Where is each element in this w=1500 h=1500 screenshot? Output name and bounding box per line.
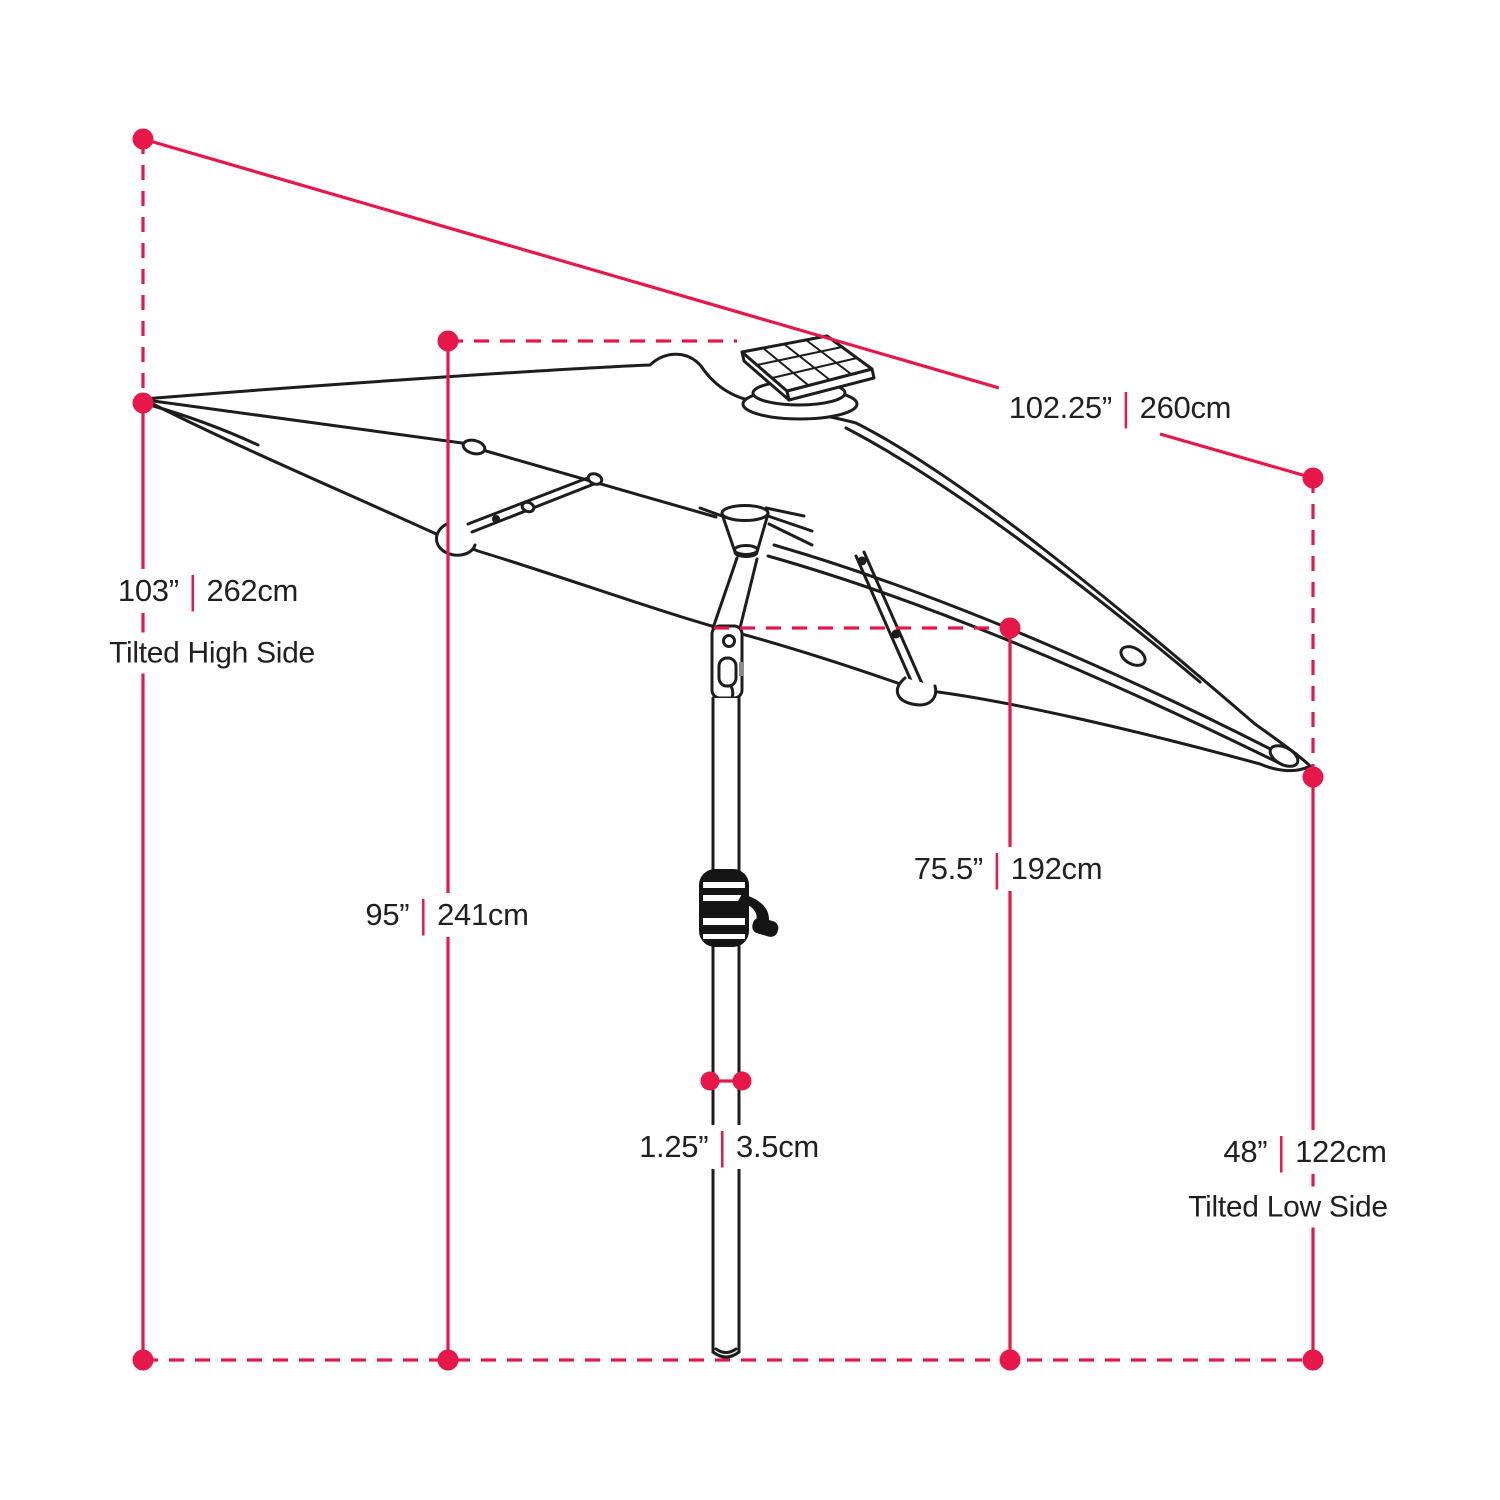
dim-line-diagonal-2 — [1159, 432, 1314, 480]
right-rib-pocket — [895, 676, 938, 707]
caption-tilted-low-side: Tilted Low Side — [1178, 1186, 1398, 1228]
value-cm: 260cm — [1139, 389, 1232, 425]
pole-upper-edges — [711, 556, 759, 630]
separator-bar: | — [992, 846, 1001, 891]
dimension-lines — [132, 128, 1324, 1371]
value-cm: 122cm — [1295, 1133, 1387, 1169]
value-inches: 102.25” — [1008, 389, 1112, 425]
value-inches: 1.25” — [639, 1128, 709, 1164]
separator-bar: | — [1121, 385, 1130, 430]
umbrella-artwork — [141, 334, 1312, 1359]
hub-ring — [733, 544, 759, 556]
pole-fill — [714, 698, 738, 1352]
right-strut-bolt-mid — [891, 629, 901, 639]
left-rib-tip — [148, 403, 260, 447]
value-cm: 192cm — [1010, 850, 1103, 886]
caption-tilted-high-side: Tilted High Side — [99, 632, 325, 674]
separator-bar: | — [419, 892, 428, 937]
value-inches: 95” — [365, 896, 410, 932]
left-strut-cap — [586, 472, 604, 486]
dimension-dots — [132, 128, 1324, 1371]
left-strut-joint — [520, 500, 536, 514]
canopy — [141, 352, 1312, 773]
right-blade-seam — [844, 426, 1202, 684]
pole-bottom-cap — [711, 1350, 741, 1359]
separator-bar: | — [718, 1124, 727, 1169]
tilt-joint-slot — [717, 656, 738, 688]
value-cm: 3.5cm — [736, 1128, 819, 1164]
right-tip-pocket — [1268, 744, 1300, 768]
dimension-canopy-diagonal: 102.25” | 260cm — [998, 385, 1242, 431]
dim-line-diagonal-1 — [142, 137, 1014, 394]
right-strut-bolt-top — [857, 556, 867, 566]
dimension-tilted-low: 48” | 122cm — [1213, 1129, 1397, 1175]
tilt-joint-pin — [722, 634, 736, 648]
right-rib-joint — [1119, 645, 1147, 667]
separator-bar: | — [1277, 1129, 1286, 1174]
dimension-pole-height: 95” | 241cm — [355, 892, 539, 938]
value-inches: 75.5” — [913, 850, 983, 886]
right-rib — [766, 543, 1290, 767]
crank-handle — [699, 869, 779, 947]
solar-panel-grid — [756, 339, 858, 386]
separator-bar: | — [188, 568, 197, 613]
dimension-canopy-clearance: 75.5” | 192cm — [903, 846, 1113, 892]
pole-upper-fill — [713, 558, 757, 628]
solar-panel — [740, 334, 876, 421]
pole-bottom-rim — [714, 1347, 738, 1354]
rib-joint-oval-left — [461, 438, 487, 456]
dimension-tilted-high: 103” | 262cm — [107, 568, 309, 614]
hub-rib-fan — [698, 506, 814, 547]
value-inches: 103” — [117, 572, 179, 608]
value-inches: 48” — [1223, 1133, 1268, 1169]
value-cm: 241cm — [437, 896, 529, 932]
pole-edges — [711, 696, 741, 1354]
right-strut — [854, 550, 926, 694]
tilt-joint-tail — [729, 684, 735, 700]
value-cm: 262cm — [206, 572, 299, 608]
dimension-pole-diameter: 1.25” | 3.5cm — [629, 1124, 829, 1170]
hub-rim — [720, 504, 770, 522]
tilt-joint-tab — [739, 662, 743, 676]
